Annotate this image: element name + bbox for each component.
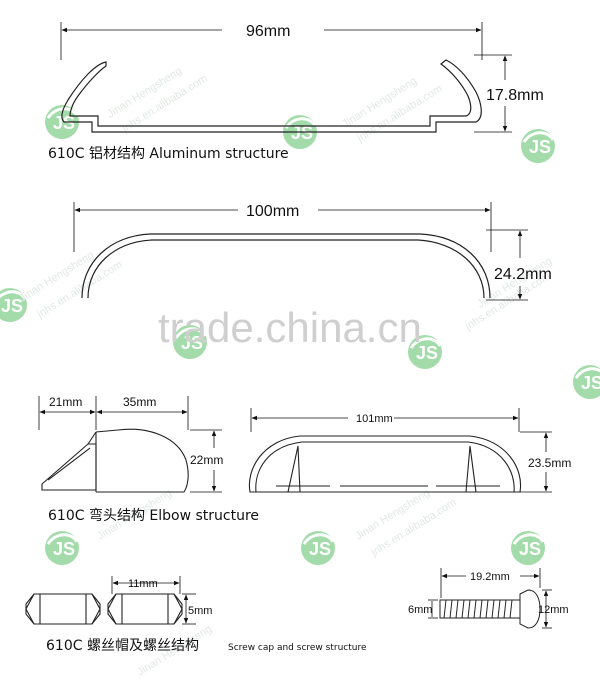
elbow-side-dims: 21mm 35mm 22mm (38, 395, 223, 493)
aluminum-height-label: 17.8mm (486, 87, 544, 104)
elbow-dim-101: 101mm (356, 413, 393, 425)
logo-icon (299, 529, 337, 567)
screw-cap-drawing (25, 593, 183, 625)
cover-arc-drawing (81, 233, 491, 299)
elbow-dim-21: 21mm (49, 395, 82, 409)
screw-diameter-label: 6mm (408, 604, 432, 616)
cover-width-label: 100mm (246, 203, 299, 220)
aluminum-caption: 610C 铝材结构 Aluminum structure (48, 146, 289, 162)
screw-drawing (439, 589, 541, 629)
logo-icon (571, 363, 600, 401)
cover-width-dim: 100mm (73, 202, 492, 252)
aluminum-width-label: 96mm (246, 23, 290, 40)
aluminum-profile-drawing (61, 59, 482, 133)
elbow-dim-23-5: 23.5mm (528, 456, 571, 470)
screw-length-label: 19.2mm (470, 571, 510, 583)
cover-height-label: 24.2mm (494, 266, 552, 283)
cover-height-dim: 24.2mm (486, 229, 552, 301)
elbow-caption: 610C 弯头结构 Elbow structure (48, 507, 259, 524)
screw-caption-en: Screw cap and screw structure (228, 643, 367, 653)
nut-width-label: 11mm (128, 578, 158, 590)
logo-icon (509, 529, 547, 567)
aluminum-height-dim: 17.8mm (474, 54, 544, 133)
screw-head-label: 12mm (538, 604, 569, 616)
elbow-front-drawing (248, 435, 522, 493)
logo-icon (519, 127, 557, 165)
nut-height-label: 5mm (188, 605, 212, 617)
screw-cap-dims: 11mm 5mm (111, 576, 212, 625)
elbow-front-dims: 101mm 23.5mm (250, 408, 571, 493)
watermark-center: trade.china.cn (158, 304, 422, 351)
screw-caption-cn: 610C 螺丝帽及螺丝结构 (46, 638, 199, 654)
screw-dims: 19.2mm 6mm 12mm (408, 568, 569, 629)
elbow-side-drawing (41, 428, 189, 493)
elbow-dim-35: 35mm (123, 395, 156, 409)
aluminum-width-dim: 96mm (60, 22, 483, 60)
logo-icon (43, 529, 81, 567)
elbow-dim-22: 22mm (190, 453, 223, 467)
